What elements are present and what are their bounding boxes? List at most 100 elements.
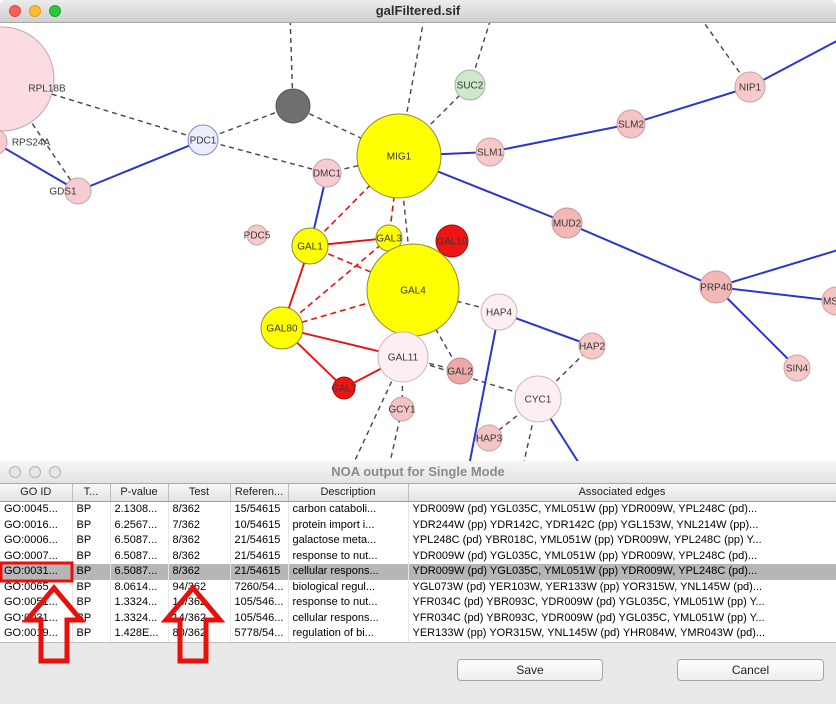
zoom-icon[interactable] <box>49 5 61 17</box>
cell-p-value: 1.3324... <box>110 610 169 626</box>
node-label-RPS24A: RPS24A <box>12 138 51 149</box>
node-MSL1[interactable] <box>821 286 836 316</box>
node-HAP2[interactable] <box>578 332 606 360</box>
cell-type: BP <box>72 501 111 518</box>
edge-PDC1-DMC1[interactable] <box>202 139 328 174</box>
cell-associated-edges: YPL248C (pd) YBR018C, YML051W (pp) YDR00… <box>408 533 836 549</box>
node-RPL18B[interactable] <box>0 26 55 132</box>
node-CYC1[interactable] <box>514 375 562 423</box>
node-GAL11[interactable] <box>377 331 429 383</box>
edge-NIP1-v-tr[interactable] <box>749 35 836 88</box>
zoom-icon[interactable] <box>49 466 61 478</box>
edge-PRP40-MSL1[interactable] <box>715 286 836 302</box>
cell-type: BP <box>72 548 111 564</box>
node-label-GAL80: GAL80 <box>266 324 298 335</box>
node-GAL80[interactable] <box>260 306 304 350</box>
node-GCY1[interactable] <box>389 396 415 422</box>
cell-go-id: GO:0045... <box>0 501 73 518</box>
window-controls <box>9 466 61 478</box>
edge-HAP4-v-b3[interactable] <box>468 311 500 461</box>
cell-reference: 21/54615 <box>230 564 289 580</box>
edge-GDS1-PDC1[interactable] <box>77 139 204 192</box>
node-GAL7[interactable] <box>332 376 356 400</box>
node-label-GDS1: GDS1 <box>49 187 77 198</box>
cancel-button[interactable]: Cancel <box>677 658 824 681</box>
node-SIN4[interactable] <box>783 354 811 382</box>
node-PRP40[interactable] <box>699 270 733 304</box>
window-controls <box>9 5 61 17</box>
close-icon[interactable] <box>9 466 21 478</box>
node-label-GAL1: GAL1 <box>297 242 323 253</box>
minimize-icon[interactable] <box>29 466 41 478</box>
network-canvas[interactable]: RPL18BRPS24AGDS1PDC1MIG1SUC2SLM1SLM2NIP1… <box>0 23 836 461</box>
edge-NIP1-v-top4[interactable] <box>697 23 751 88</box>
column-header-go-id[interactable]: GO ID <box>0 484 73 502</box>
node-GDS1[interactable] <box>64 177 92 205</box>
column-header-associated-edges[interactable]: Associated edges <box>408 484 836 502</box>
edge-PRP40-SIN4[interactable] <box>715 286 798 369</box>
cell-reference: 21/54615 <box>230 533 289 549</box>
cell-go-id: GO:0031... <box>0 564 73 580</box>
cell-reference: 105/546... <box>230 595 289 611</box>
edge-SLM2-NIP1[interactable] <box>630 86 751 125</box>
edge-SLM1-SLM2[interactable] <box>489 123 632 153</box>
edge-PDC1-unnamed[interactable] <box>202 105 294 141</box>
cell-description: protein import i... <box>288 517 409 533</box>
node-SUC2[interactable] <box>454 69 486 101</box>
node-SLM2[interactable] <box>616 109 646 139</box>
node-PDC5[interactable] <box>246 224 268 246</box>
node-HAP3[interactable] <box>475 424 503 452</box>
node-label-MIG1: MIG1 <box>387 152 412 163</box>
node-label-NIP1: NIP1 <box>739 83 762 94</box>
edge-unnamed-v-top1[interactable] <box>289 23 294 107</box>
graph-window-titlebar[interactable]: galFiltered.sif <box>0 0 836 23</box>
column-header-type[interactable]: T... <box>72 484 111 502</box>
node-GAL10[interactable] <box>435 224 469 258</box>
edge-GAL3-GAL80[interactable] <box>281 237 390 329</box>
minimize-icon[interactable] <box>29 5 41 17</box>
node-SLM1[interactable] <box>475 137 505 167</box>
node-HAP4[interactable] <box>480 293 518 331</box>
node-GAL2[interactable] <box>446 357 474 385</box>
node-MIG1[interactable] <box>356 113 442 199</box>
column-header-reference[interactable]: Referen... <box>230 484 289 502</box>
node-label-PDC5: PDC5 <box>244 231 271 242</box>
edge-PRP40-v-r1[interactable] <box>715 247 836 288</box>
column-header-test[interactable]: Test <box>168 484 231 502</box>
cell-associated-edges: YGL073W (pd) YER103W, YER133W (pp) YOR31… <box>408 579 836 595</box>
column-header-p-value[interactable]: P-value <box>110 484 169 502</box>
edge-GAL4-GAL2[interactable] <box>412 289 461 372</box>
noa-window-titlebar[interactable]: NOA output for Single Mode <box>0 461 836 484</box>
node-NIP1[interactable] <box>734 71 766 103</box>
edge-MIG1-SUC2[interactable] <box>398 84 471 157</box>
node-GAL1[interactable] <box>291 227 329 265</box>
node-DMC1[interactable] <box>312 158 342 188</box>
edge-RPS24A-GDS1[interactable] <box>0 142 79 192</box>
cell-go-id: GO:0006... <box>0 533 73 549</box>
node-PDC1[interactable] <box>187 124 219 156</box>
edge-MUD2-PRP40[interactable] <box>566 222 717 288</box>
node-MUD2[interactable] <box>551 207 583 239</box>
close-icon[interactable] <box>9 5 21 17</box>
cell-description: cellular respons... <box>288 564 409 580</box>
cell-associated-edges: YDR244W (pp) YDR142C, YDR142C (pp) YGL15… <box>408 517 836 533</box>
cell-reference: 105/546... <box>230 610 289 626</box>
node-RPS24A[interactable] <box>0 129 8 155</box>
edge-unnamed-MIG1[interactable] <box>292 105 400 157</box>
save-button[interactable]: Save <box>457 658 603 681</box>
cell-p-value: 1.428E... <box>110 626 169 642</box>
column-header-description[interactable]: Description <box>288 484 409 502</box>
edge-MIG1-v-top2[interactable] <box>398 23 425 157</box>
node-label-RPL18B: RPL18B <box>28 84 66 95</box>
node-unnamed[interactable] <box>275 88 311 124</box>
